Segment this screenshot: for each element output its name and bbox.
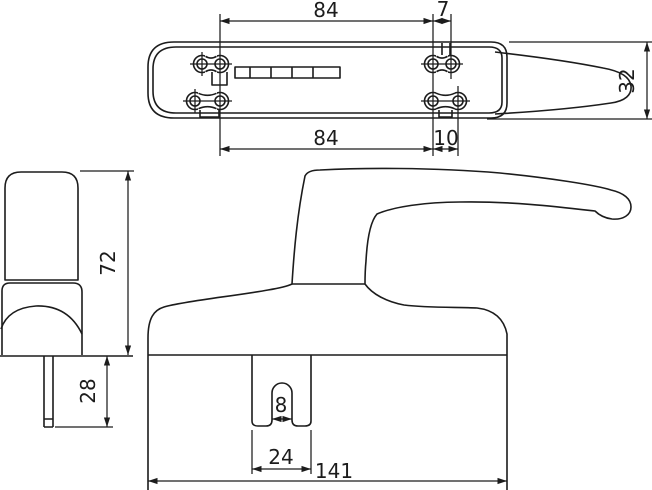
grip-end-outline — [4, 171, 79, 281]
base-dome-profile — [0, 305, 83, 335]
handle-outline — [147, 167, 632, 490]
dim-label-plate-width: 32 — [615, 68, 639, 93]
waist-curves — [436, 55, 448, 73]
dim-label-recess-width: 24 — [268, 445, 293, 469]
top-view-dimensions: 84 7 32 84 10 — [219, 0, 652, 156]
tab — [441, 43, 451, 55]
dim-label-base-length: 141 — [315, 459, 353, 483]
waist-curves — [198, 92, 217, 110]
dim-label-spindle-length: 28 — [76, 378, 100, 403]
plate-outline-outer — [147, 41, 508, 119]
tab — [438, 110, 453, 118]
handle-grip-top-view — [494, 51, 632, 115]
dim-label-lower-hole-span: 84 — [313, 126, 338, 150]
gear-rack — [234, 66, 341, 79]
waist-curves — [436, 92, 455, 110]
dim-label-spindle-slot-width: 8 — [275, 393, 288, 417]
side-view-dimensions: 72 28 — [55, 170, 134, 428]
tab — [199, 110, 220, 118]
mounting-hole-pair-lower-left — [183, 89, 232, 118]
dim-label-upper-hole-pitch: 7 — [437, 0, 450, 21]
gear-rack-teeth — [249, 67, 314, 78]
center-lines — [190, 52, 232, 76]
center-lines — [183, 89, 232, 113]
dim-label-upper-hole-span: 84 — [313, 0, 338, 22]
front-view-dimensions: 8 24 141 — [148, 393, 507, 485]
spindle — [43, 356, 54, 428]
front-view — [147, 167, 632, 490]
top-view — [147, 41, 632, 119]
neck-end-outline — [1, 282, 83, 355]
extension-lines — [219, 14, 652, 156]
mounting-hole-pair-upper-left — [190, 52, 232, 86]
dim-label-lower-hole-pitch: 10 — [433, 126, 458, 150]
spindle-recess-and-slot — [251, 355, 312, 427]
dim-label-handle-height: 72 — [96, 250, 120, 275]
side-view — [0, 171, 133, 428]
waist-curves — [205, 55, 217, 73]
gear-rack-slot — [234, 66, 341, 79]
